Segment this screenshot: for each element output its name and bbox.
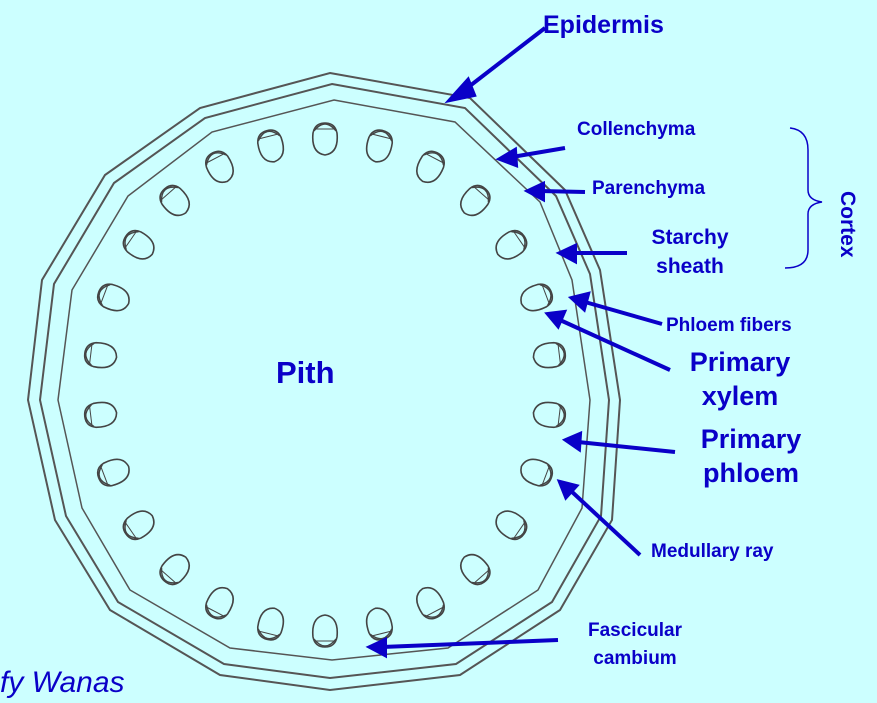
vascular-bundle [255, 128, 286, 165]
vascular-bundle [83, 341, 118, 369]
vascular-bundle [455, 181, 495, 221]
pith-label: Pith [276, 357, 335, 388]
primary-phloem-arrow [578, 442, 675, 452]
vascular-bundle [363, 128, 394, 165]
cortex-label: Cortex [832, 191, 862, 235]
vascular-bundle [155, 181, 195, 221]
author-credit: fy Wanas [0, 668, 125, 698]
vascular-bundle [313, 615, 338, 647]
vascular-bundle [517, 281, 556, 315]
vascular-bundle [255, 605, 286, 642]
primary-xylem-arrowhead [548, 312, 564, 326]
vascular-bundle [119, 506, 159, 544]
vascular-bundle [532, 401, 567, 429]
cortex-brace [785, 128, 822, 268]
fascicular-cambium-arrow [382, 640, 558, 647]
primary-phloem-arrowhead [566, 434, 580, 449]
primary-xylem-label: Primary xylem [655, 345, 825, 413]
starchy-sheath-arrowhead [560, 246, 575, 261]
primary-phloem-line-1: Primary [666, 422, 836, 456]
parenchyma-arrow [540, 191, 585, 192]
phloem-fibers-label: Phloem fibers [666, 316, 792, 335]
epidermis-label: Epidermis [543, 13, 664, 38]
primary-xylem-line-1: Primary [655, 345, 825, 379]
epidermis-arrowhead [450, 80, 474, 100]
primary-xylem-line-2: xylem [655, 379, 825, 413]
vascular-bundle [94, 281, 133, 315]
vascular-bundle [491, 226, 531, 264]
starchy-sheath-label: Starchy sheath [630, 223, 750, 281]
vascular-bundle [155, 549, 195, 589]
epidermis-arrow [462, 28, 545, 92]
collenchyma-arrowhead [500, 150, 516, 165]
collenchyma-label: Collenchyma [577, 120, 695, 139]
parenchyma-arrowhead [528, 184, 543, 199]
vascular-bundle [202, 583, 239, 623]
starchy-sheath-line-1: Starchy [630, 223, 750, 252]
vascular-bundle [83, 401, 118, 429]
vascular-bundle [202, 147, 239, 187]
vascular-bundle [532, 341, 567, 369]
fascicular-cambium-line-2: cambium [560, 645, 710, 673]
vascular-bundle [412, 147, 449, 187]
vascular-bundle [491, 506, 531, 544]
vascular-bundle [412, 583, 449, 623]
vascular-bundle [119, 226, 159, 264]
phloem-fibers-arrowhead [572, 294, 588, 309]
medullary-ray-arrow [570, 490, 640, 555]
vascular-bundle [313, 123, 338, 155]
fascicular-cambium-label: Fascicular cambium [560, 617, 710, 673]
primary-phloem-line-2: phloem [666, 456, 836, 490]
vascular-bundle [517, 455, 556, 489]
vascular-bundle [363, 605, 394, 642]
fascicular-cambium-arrowhead [370, 640, 385, 655]
collenchyma-arrow [512, 148, 565, 157]
starchy-sheath-line-2: sheath [630, 252, 750, 281]
primary-phloem-label: Primary phloem [666, 422, 836, 490]
parenchyma-label: Parenchyma [592, 179, 705, 198]
vascular-bundle [94, 455, 133, 489]
fascicular-cambium-line-1: Fascicular [560, 617, 710, 645]
vascular-bundle [455, 549, 495, 589]
medullary-ray-label: Medullary ray [651, 542, 774, 561]
